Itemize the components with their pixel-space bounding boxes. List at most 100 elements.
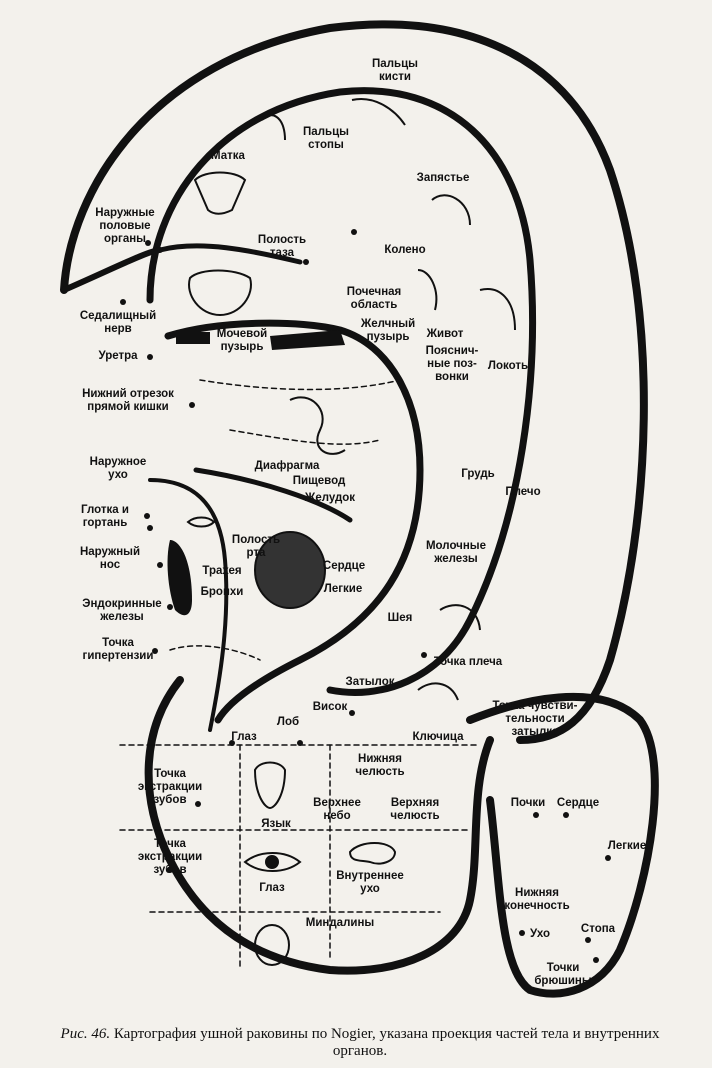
point-uretra: [147, 354, 153, 360]
label-uretra: Уретра: [98, 350, 138, 362]
label-endokrinnye: Эндокринные железы: [82, 598, 162, 623]
label-ukho: Ухо: [529, 928, 551, 940]
figure-caption-text: Картография ушной раковины по Nogier, ук…: [113, 1026, 660, 1059]
label-tochki-bryushiny: Точки брюшины: [534, 962, 592, 987]
label-zatylok: Затылок: [345, 676, 395, 688]
point-paltsy: [351, 229, 357, 235]
point-nos: [157, 562, 163, 568]
helix-outer-line: [60, 20, 648, 744]
tongue-sketch: [253, 761, 287, 810]
label-polost-rta: Полость рта: [231, 534, 281, 559]
point-lob: [297, 740, 303, 746]
label-matka: Матка: [211, 150, 245, 162]
uterus-sketch: [193, 171, 247, 215]
helix-crus-line: [193, 467, 353, 523]
label-legkie-1: Легкие: [323, 583, 363, 595]
label-ekstraktsii-1: Точка экстракции зубов: [137, 768, 203, 806]
figure-caption: Рис. 46. Картография ушной раковины по N…: [45, 1026, 675, 1060]
label-polost-taza: Полость таза: [257, 234, 307, 259]
tragus-line: [148, 478, 229, 732]
label-pochechnaya: Почечная область: [346, 286, 402, 311]
label-diafragma: Диафрагма: [254, 460, 320, 472]
point-pochki: [533, 812, 539, 818]
point-sedalishchny: [120, 299, 126, 305]
label-grud: Грудь: [461, 468, 495, 480]
point-visok: [349, 710, 355, 716]
lung-sketch: [254, 531, 326, 609]
label-naruzhny-nos: Наружный нос: [79, 546, 141, 571]
point-stopa: [585, 937, 591, 943]
label-plecho: Плечо: [505, 486, 541, 498]
concha-rim-line: [164, 319, 424, 724]
point-gipertenziya: [152, 648, 158, 654]
figure-number: Рис. 46.: [60, 1026, 111, 1042]
ear-outline-drawing: [60, 20, 659, 998]
tonsil-mouth-sketch: [254, 924, 290, 966]
label-vnutrennee-ukho: Внутреннее ухо: [336, 870, 404, 895]
label-ekstraktsii-2: Точка экстракции зубов: [137, 838, 203, 876]
shoulder-sketch: [439, 604, 481, 631]
label-trakheya: Трахея: [202, 565, 242, 577]
point-ekstraktsii-1: [195, 801, 201, 807]
inner-ear-sketch: [348, 842, 397, 865]
wrist-sketch: [431, 194, 471, 226]
label-mochevoy: Мочевой пузырь: [216, 328, 268, 353]
point-naruzhnye-organy: [145, 240, 151, 246]
intestine-sketch: [289, 396, 346, 455]
label-serdtse-2: Сердце: [556, 797, 600, 809]
label-paltsy-kisti: Пальцы кисти: [372, 58, 418, 83]
point-polost-taza: [303, 259, 309, 265]
helix-inner-line: [146, 87, 536, 696]
label-glaz-1: Глаз: [231, 731, 257, 743]
label-koleno: Колено: [384, 244, 426, 256]
label-sheya: Шея: [387, 612, 413, 624]
label-verkhnyaya-chelyust: Верхняя челюсть: [390, 797, 440, 822]
point-glaz-1: [229, 740, 235, 746]
label-nizhnyaya-chelyust: Нижняя челюсть: [355, 753, 405, 778]
nose-dark-area: [167, 540, 192, 616]
eye-sketch: [243, 852, 302, 872]
label-gipertenziya: Точка гипертензии: [82, 637, 154, 662]
label-yazyk: Язык: [261, 818, 291, 830]
label-molochnye: Молочные железы: [425, 540, 487, 565]
label-nizhnyaya-konechnost: Нижняя конечность: [504, 887, 570, 912]
label-pochki: Почки: [510, 797, 546, 809]
label-sedalishchny: Седалищный нерв: [79, 310, 157, 335]
point-tochki-bryushiny: [593, 957, 599, 963]
label-lob: Лоб: [276, 716, 300, 728]
foot-sketch: [261, 114, 286, 141]
label-legkie-2: Легкие: [607, 840, 647, 852]
point-tochka-plecha: [421, 652, 427, 658]
label-nizhny-otrezok: Нижний отрезок прямой кишки: [82, 388, 174, 413]
lobe-line: [144, 676, 494, 975]
label-visok: Висок: [312, 701, 348, 713]
point-ukho: [519, 930, 525, 936]
label-zhivot: Живот: [426, 328, 464, 340]
label-tochka-plecha: Точка плеча: [433, 656, 503, 668]
point-glotka-2: [147, 525, 153, 531]
label-verkhnee-nebo: Верхнее небо: [313, 797, 361, 822]
label-pishchevod: Пищевод: [292, 475, 346, 487]
label-bronkhi: Бронхи: [200, 586, 244, 598]
hand-sketch: [351, 98, 406, 126]
label-glotka: Глотка и гортань: [81, 504, 129, 529]
antihelix-upper-line: [157, 243, 303, 265]
label-mindaliny: Миндалины: [305, 917, 375, 929]
point-glotka: [144, 513, 150, 519]
mouth-sketch: [186, 516, 216, 528]
label-zhelchny: Желчный пузырь: [360, 318, 416, 343]
label-klyuchitsa: Ключица: [412, 731, 464, 743]
pelvis-sketch: [188, 269, 252, 317]
label-glaz-2: Глаз: [259, 882, 285, 894]
label-paltsy-stopy: Пальцы стопы: [303, 126, 349, 151]
label-naruzhnoe-ukho: Наружное ухо: [89, 456, 147, 481]
label-zapyastye: Запястье: [416, 172, 470, 184]
point-nizhny-otrezok: [189, 402, 195, 408]
label-zheludok: Желудок: [304, 492, 356, 504]
label-naruzhnye-organy: Наружные половые органы: [95, 207, 155, 245]
label-lokot: Локоть: [487, 360, 529, 372]
clavicle-sketch: [417, 682, 459, 701]
point-serdtse-2: [563, 812, 569, 818]
point-legkie-2: [605, 855, 611, 861]
